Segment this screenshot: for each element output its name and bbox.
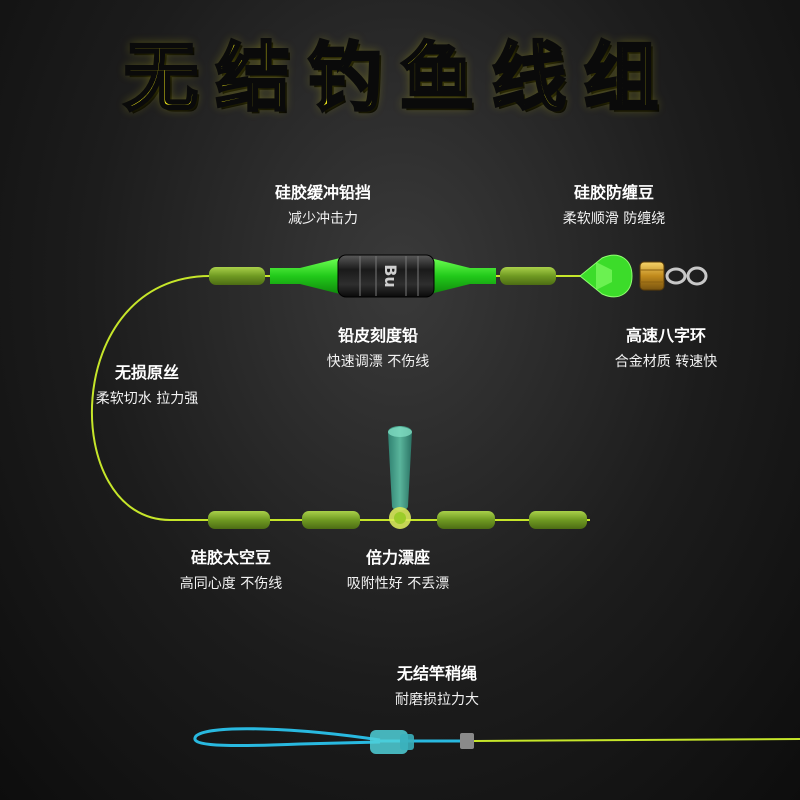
label-buffer-stopper: 硅胶缓冲铅挡 减少冲击力 xyxy=(213,182,433,230)
label-space-bead-heading: 硅胶太空豆 xyxy=(190,548,271,567)
sinker-mark: Bu xyxy=(381,264,400,288)
label-main-line: 无损原丝 柔软切水 拉力强 xyxy=(37,362,257,410)
swivel-ring-1 xyxy=(665,267,687,285)
bead-bottom-1 xyxy=(208,511,270,529)
rod-rope-loop xyxy=(193,727,381,748)
lead-sinker xyxy=(337,254,435,298)
label-float-seat-sub: 吸附性好 不丢漂 xyxy=(346,576,450,592)
label-anti-tangle-heading: 硅胶防缠豆 xyxy=(573,183,654,202)
label-main-line-sub: 柔软切水 拉力强 xyxy=(95,391,199,407)
silicone-stopper-left xyxy=(270,258,340,294)
page-title: 无结钓鱼线组 xyxy=(123,34,676,123)
main-line xyxy=(91,275,590,521)
float-seat xyxy=(388,426,412,511)
label-anti-tangle-bead: 硅胶防缠豆 柔软顺滑 防缠绕 xyxy=(504,182,724,230)
rope-connector xyxy=(370,730,408,754)
bead-bottom-4 xyxy=(529,511,587,529)
bead-top-1 xyxy=(209,267,265,285)
label-swivel-heading: 高速八字环 xyxy=(625,326,706,345)
swivel-barrel xyxy=(639,261,665,291)
label-main-line-heading: 无损原丝 xyxy=(114,363,179,382)
bead-bottom-2 xyxy=(302,511,360,529)
label-lead-sinker: 铅皮刻度铅 快速调漂 不伤线 xyxy=(268,325,488,373)
label-float-seat-heading: 倍力漂座 xyxy=(365,548,430,567)
label-lead-sinker-sub: 快速调漂 不伤线 xyxy=(326,354,430,370)
label-anti-tangle-sub: 柔软顺滑 防缠绕 xyxy=(562,211,666,227)
label-lead-sinker-heading: 铅皮刻度铅 xyxy=(337,326,418,345)
label-space-bead-sub: 高同心度 不伤线 xyxy=(179,576,283,592)
label-buffer-stopper-heading: 硅胶缓冲铅挡 xyxy=(274,183,371,202)
label-float-seat: 倍力漂座 吸附性好 不丢漂 xyxy=(288,547,508,595)
silicone-stopper-right xyxy=(430,258,496,294)
label-swivel: 高速八字环 合金材质 转速快 xyxy=(556,325,776,373)
bead-bottom-3 xyxy=(437,511,495,529)
swivel-ring-2 xyxy=(686,266,708,286)
label-buffer-stopper-sub: 减少冲击力 xyxy=(288,211,358,227)
label-swivel-sub: 合金材质 转速快 xyxy=(614,354,718,370)
bead-top-2 xyxy=(500,267,556,285)
rope-sleeve xyxy=(460,733,474,749)
rope-main-line xyxy=(473,738,800,742)
label-rod-rope-heading: 无结竿稍绳 xyxy=(396,664,477,683)
label-space-bead: 硅胶太空豆 高同心度 不伤线 xyxy=(121,547,341,595)
label-rod-rope: 无结竿稍绳 耐磨损拉力大 xyxy=(327,663,547,711)
label-rod-rope-sub: 耐磨损拉力大 xyxy=(395,692,479,708)
